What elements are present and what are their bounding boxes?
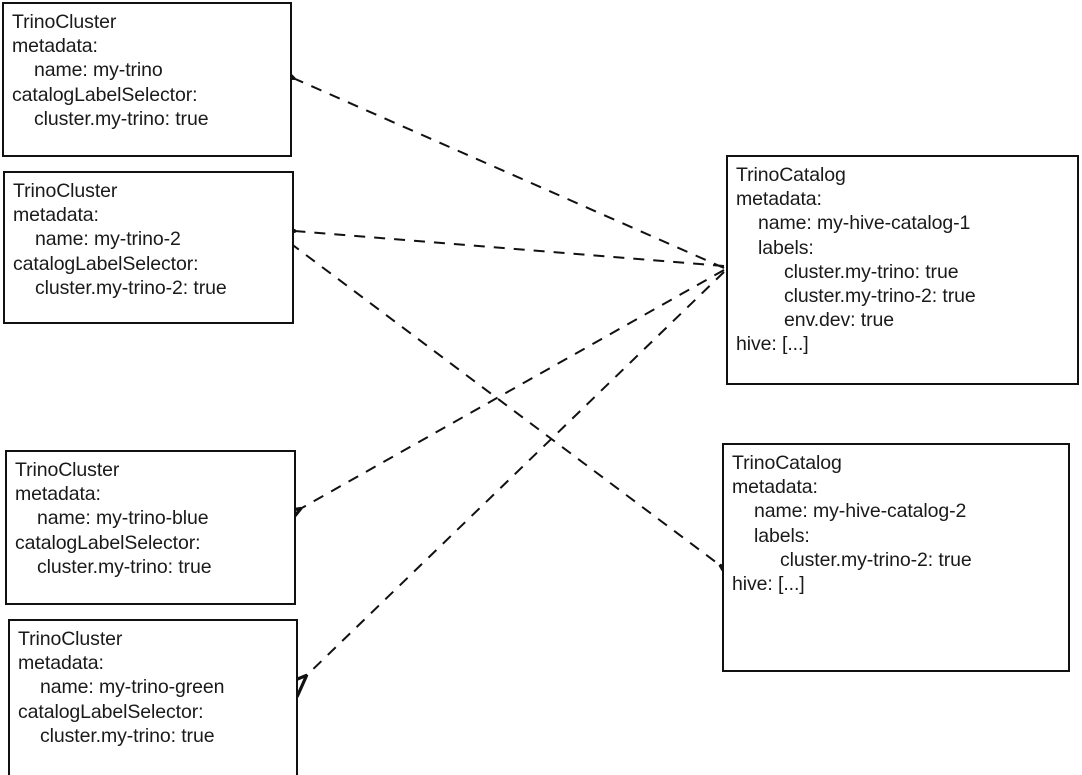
node-line-hive: hive: [...]: [736, 333, 809, 356]
node-line-name: name: my-trino-blue: [37, 507, 209, 530]
node-line-selector-entry: cluster.my-trino: true: [34, 107, 209, 130]
edge-catalog1-to-my-trino-blue: [300, 269, 725, 509]
node-line-metadata: metadata:: [18, 652, 104, 675]
node-body: TrinoCluster metadata: name: my-trino ca…: [4, 4, 290, 131]
node-line-kind: TrinoCluster: [15, 459, 120, 481]
node-trinocluster-my-trino-2[interactable]: TrinoCluster metadata: name: my-trino-2 …: [3, 171, 294, 324]
node-line-selector-entry: cluster.my-trino: true: [40, 724, 215, 747]
node-line-metadata: metadata:: [15, 483, 101, 506]
node-line-kind: TrinoCluster: [18, 628, 123, 650]
edge-catalog1-to-my-trino: [293, 78, 725, 269]
node-body: TrinoCatalog metadata: name: my-hive-cat…: [728, 157, 1077, 357]
node-line-name: name: my-trino: [34, 59, 163, 82]
node-trinocluster-my-trino-blue[interactable]: TrinoCluster metadata: name: my-trino-bl…: [5, 450, 296, 605]
node-line-name: name: my-trino-green: [40, 676, 225, 699]
node-line-cataloglabelselector: catalogLabelSelector:: [13, 252, 199, 275]
node-line-label-entry-3: env.dev: true: [784, 309, 894, 332]
node-line-cataloglabelselector: catalogLabelSelector:: [12, 83, 198, 106]
node-line-kind: TrinoCluster: [13, 180, 118, 202]
node-line-metadata: metadata:: [12, 35, 98, 58]
node-line-kind: TrinoCatalog: [736, 164, 846, 186]
node-line-hive: hive: [...]: [732, 573, 805, 596]
node-line-label-entry-1: cluster.my-trino-2: true: [780, 548, 972, 571]
node-body: TrinoCluster metadata: name: my-trino-gr…: [10, 621, 296, 748]
node-line-kind: TrinoCluster: [12, 11, 117, 33]
edge-my-trino-2-to-catalog2: [289, 242, 721, 566]
node-line-metadata: metadata:: [736, 188, 822, 211]
node-line-label-entry-2: cluster.my-trino-2: true: [784, 285, 976, 308]
edge-catalog1-to-my-trino-2: [294, 231, 725, 267]
node-body: TrinoCatalog metadata: name: my-hive-cat…: [724, 445, 1068, 596]
node-line-cataloglabelselector: catalogLabelSelector:: [15, 531, 201, 554]
node-line-name: name: my-hive-catalog-1: [758, 212, 971, 235]
node-line-cataloglabelselector: catalogLabelSelector:: [18, 700, 204, 723]
node-line-labels: labels:: [754, 524, 810, 547]
node-line-selector-entry: cluster.my-trino-2: true: [35, 276, 227, 299]
edge-catalog1-to-my-trino-green: [306, 271, 725, 676]
node-trinocluster-my-trino-green[interactable]: TrinoCluster metadata: name: my-trino-gr…: [8, 619, 298, 775]
node-trinocatalog-my-hive-catalog-2[interactable]: TrinoCatalog metadata: name: my-hive-cat…: [722, 443, 1070, 672]
node-line-label-entry-1: cluster.my-trino: true: [784, 260, 959, 283]
node-line-metadata: metadata:: [732, 476, 818, 499]
node-line-metadata: metadata:: [13, 204, 99, 227]
node-trinocluster-my-trino[interactable]: TrinoCluster metadata: name: my-trino ca…: [2, 2, 292, 157]
node-line-kind: TrinoCatalog: [732, 452, 842, 474]
node-body: TrinoCluster metadata: name: my-trino-2 …: [5, 173, 292, 300]
node-trinocatalog-my-hive-catalog-1[interactable]: TrinoCatalog metadata: name: my-hive-cat…: [726, 155, 1079, 385]
node-line-selector-entry: cluster.my-trino: true: [37, 555, 212, 578]
node-line-labels: labels:: [758, 236, 814, 259]
node-body: TrinoCluster metadata: name: my-trino-bl…: [7, 452, 294, 579]
node-line-name: name: my-hive-catalog-2: [754, 500, 967, 523]
node-line-name: name: my-trino-2: [35, 228, 181, 251]
